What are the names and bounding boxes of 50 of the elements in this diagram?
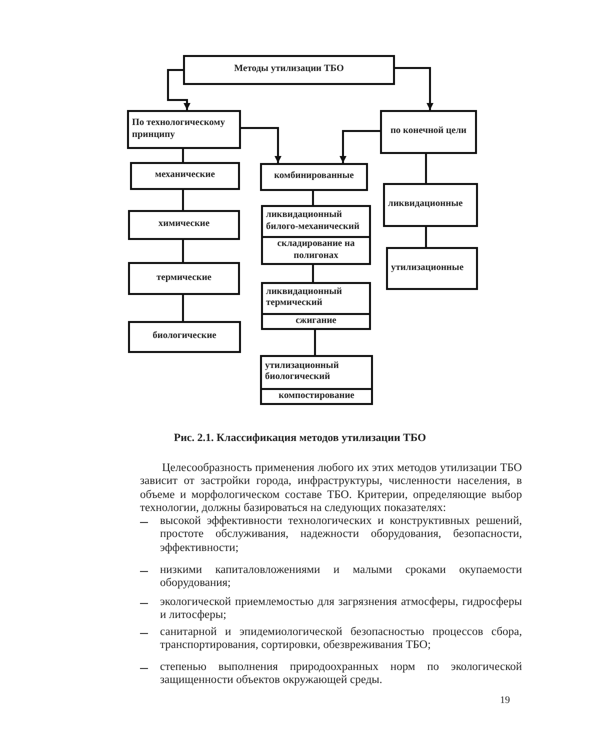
figure-caption: Рис. 2.1. Классификация методов утилизации ТБО — [172, 432, 428, 444]
bullet-item: низкими капиталовложениями и малыми сроками окупаемости оборудования; — [160, 564, 522, 591]
box-label: комбинированные — [273, 170, 355, 184]
bullet-item: степенью выполнения природоохранных норм по экологической защищенности объектов окружающей среды. — [160, 661, 522, 688]
process-box — [383, 183, 478, 227]
box-label: Методы утилизации ТБО — [233, 63, 345, 76]
method-text: компостирование — [262, 388, 371, 403]
method-text: складирование на полигонах — [263, 236, 369, 263]
bullet-item: экологической приемлемостью для загрязнения атмосферы, гидросферы и литосферы; — [160, 596, 522, 623]
box-label: ликвидационный термический — [265, 286, 343, 310]
box-label: термические — [155, 272, 213, 285]
arrow — [395, 67, 434, 110]
box-label: химические — [157, 218, 211, 232]
box-label: По технологическому принципу — [131, 117, 226, 142]
process-box — [128, 262, 240, 295]
connector-line — [182, 240, 184, 262]
connector-line — [312, 191, 314, 205]
split-box — [261, 282, 371, 330]
bullet-item: санитарной и эпидемиологической безопасностью процессов сбора, транспортирования, сортировки, обезвреживания ТБО; — [160, 626, 522, 653]
method-text: сжигание — [263, 312, 369, 328]
process-box — [386, 247, 478, 290]
paragraph: Целесообразность применения любого их этих методов утилизации ТБО зависит от застройки города, инфраструктуры, численности населения, в объеме и морфологическом составе ТБО. Критерии, определяющие выбор технологии, должны базироваться на следующих показателях: — [140, 462, 522, 516]
connector-line — [314, 330, 316, 355]
process-box — [380, 110, 477, 154]
connector-line — [425, 154, 427, 183]
bullet-item: высокой эффективности технологических и конструктивных решений, простоте обслуживания, надежности оборудования, безопасности, эффективности; — [160, 515, 522, 555]
connector-line — [312, 265, 314, 282]
connector-line — [182, 190, 184, 210]
box-label: утилизационный биологический — [264, 360, 340, 384]
box-label: механические — [154, 169, 216, 182]
process-box — [128, 321, 241, 353]
process-box — [183, 55, 395, 85]
arrow — [340, 130, 380, 163]
box-label: биологические — [152, 330, 218, 344]
split-box — [260, 355, 373, 405]
page-number: 19 — [500, 695, 510, 706]
box-label: ликвидационный билого-механический — [265, 209, 360, 234]
box-label: по конечной цели — [389, 125, 468, 138]
box-label: ликвидационные — [387, 198, 464, 212]
box-label: утилизационные — [390, 262, 465, 275]
arrow — [241, 127, 282, 163]
process-box — [127, 110, 241, 149]
connector-line — [182, 149, 184, 162]
process-box — [130, 162, 240, 190]
split-box — [261, 205, 371, 265]
connector-line — [182, 295, 184, 321]
process-box — [260, 163, 368, 191]
arrow — [167, 69, 190, 110]
process-box — [128, 210, 240, 240]
connector-line — [425, 227, 427, 247]
